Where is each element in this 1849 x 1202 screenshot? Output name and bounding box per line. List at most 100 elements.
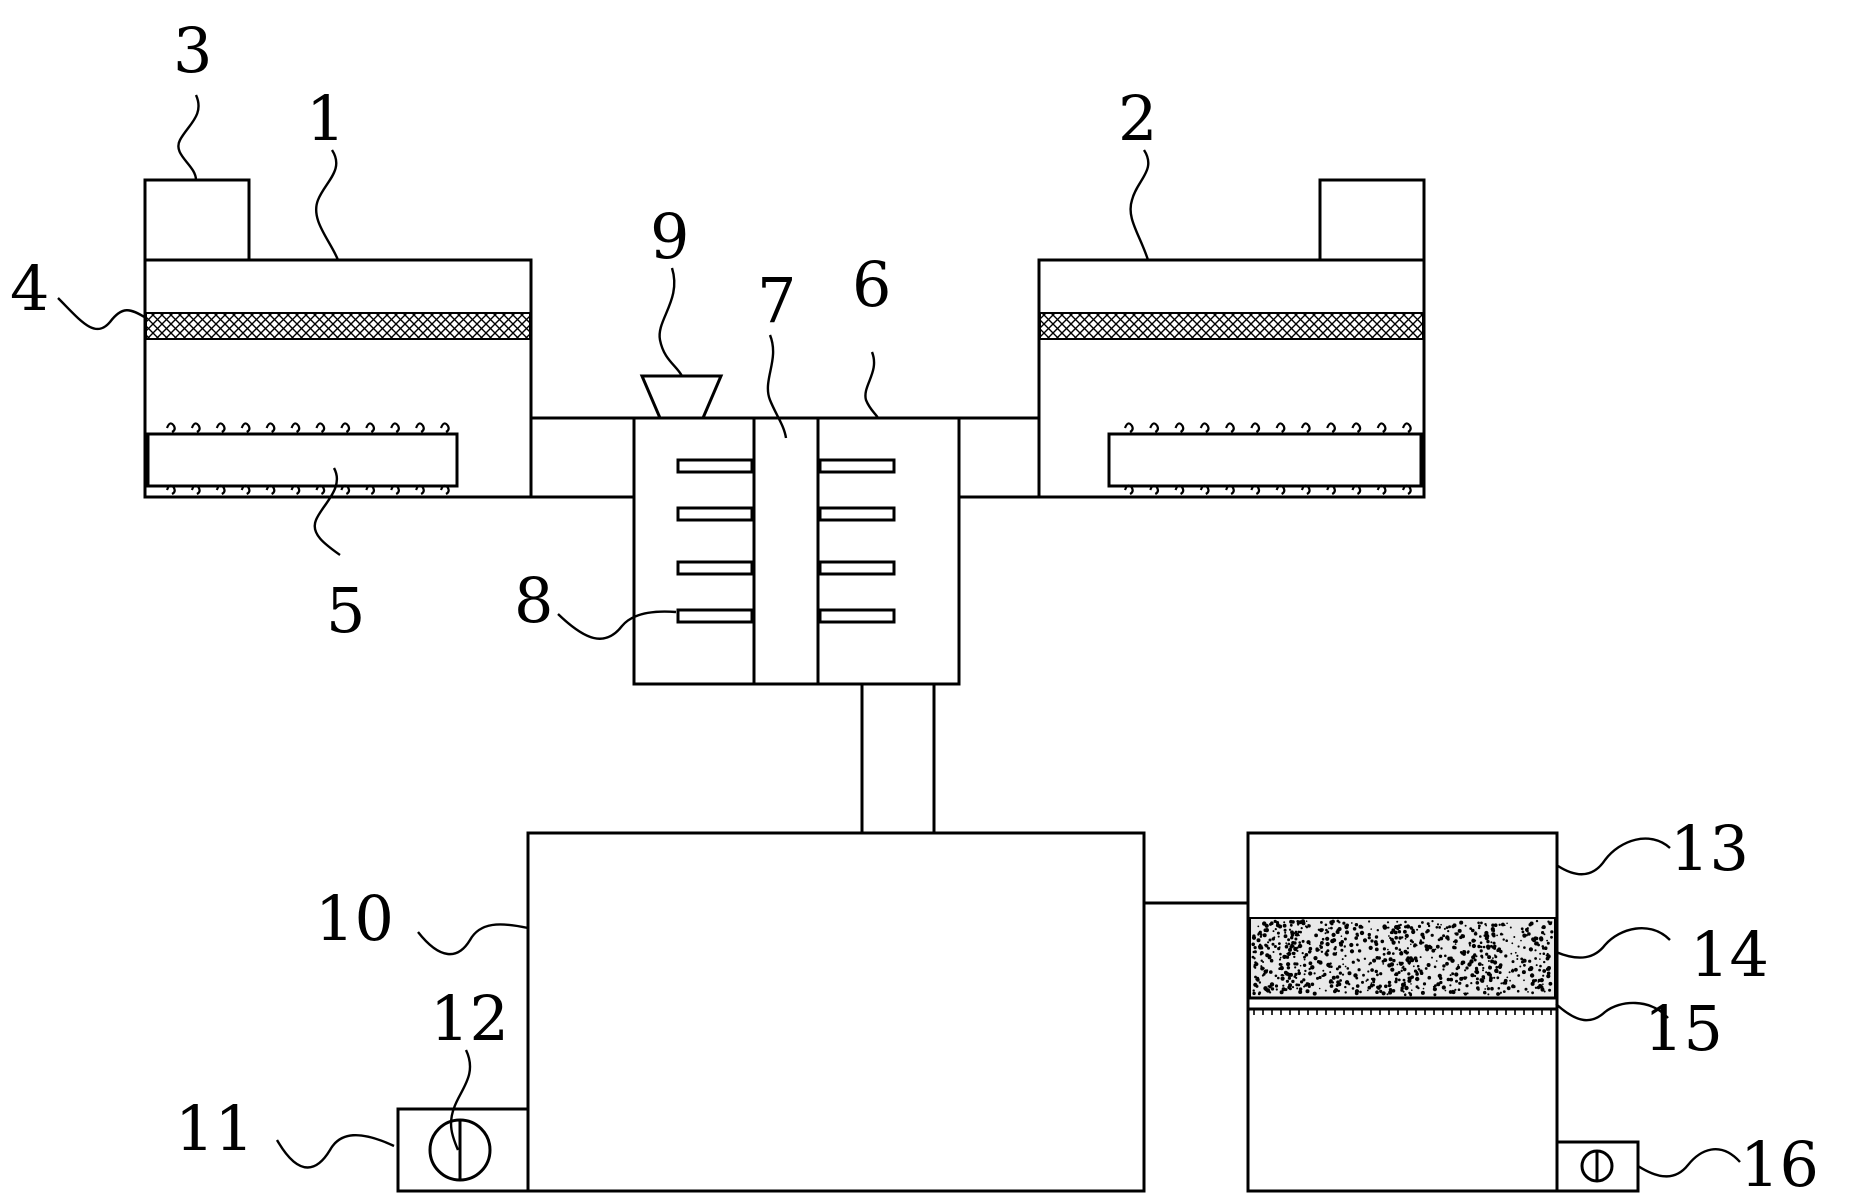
sand-grain [1531, 979, 1536, 983]
sand-grain [1497, 987, 1501, 990]
sand-grain [1437, 973, 1442, 979]
sand-grain [1260, 966, 1265, 971]
sand-grain [1494, 955, 1498, 959]
sand-grain [1528, 923, 1532, 927]
leader-14 [1555, 927, 1671, 959]
right-inlet-box [1318, 178, 1426, 262]
sand-grain [1394, 935, 1398, 940]
sand-grain [1541, 931, 1545, 935]
sand-grain [1278, 924, 1283, 929]
sand-grain [1300, 980, 1304, 984]
sand-grain [1384, 984, 1388, 989]
coil-mark [1149, 422, 1160, 433]
sand-grain [1464, 924, 1467, 927]
sand-grain [1387, 948, 1389, 951]
sand-grain [1257, 932, 1261, 935]
coil-mark [1123, 422, 1134, 433]
sand-grain [1374, 942, 1379, 946]
sand-grain [1258, 991, 1262, 995]
sand-grain [1377, 956, 1382, 960]
sand-grain [1494, 969, 1499, 973]
sand-grain [1285, 979, 1289, 983]
sand-grain [1528, 947, 1533, 952]
sand-grain [1493, 923, 1498, 927]
sand-grain [1289, 945, 1293, 949]
sand-grain [1420, 990, 1425, 995]
sand-grain [1481, 963, 1484, 966]
sand-grain [1268, 938, 1272, 942]
sand-grain [1329, 971, 1332, 974]
coil-mark [1123, 484, 1134, 495]
sand-grain [1367, 985, 1372, 990]
sand-grain [1509, 926, 1512, 929]
label-15: 15 [1644, 992, 1723, 1065]
sand-dots [1251, 919, 1554, 997]
right-filter-mesh [1039, 312, 1424, 340]
sand-grain [1255, 978, 1258, 981]
sand-grain [1477, 926, 1481, 930]
sand-grain [1419, 969, 1423, 973]
sand-grain [1400, 969, 1403, 972]
sand-grain [1273, 919, 1277, 924]
sand-grain [1258, 981, 1262, 984]
sand-grain [1539, 958, 1541, 960]
sand-grain [1344, 965, 1347, 968]
sand-grain [1516, 989, 1520, 993]
sand-grain [1498, 923, 1501, 926]
label-10: 10 [315, 882, 394, 955]
sand-grain [1539, 937, 1544, 942]
sand-grain [1270, 987, 1275, 991]
sand-grain [1274, 974, 1278, 978]
sand-grain [1308, 961, 1313, 966]
sand-grain [1480, 978, 1485, 983]
sand-grain [1527, 967, 1532, 972]
sand-grain [1366, 978, 1369, 981]
sand-grain [1448, 990, 1453, 994]
sand-grain [1305, 920, 1308, 922]
sand-grain [1359, 930, 1365, 936]
sand-grain [1330, 965, 1333, 968]
sand-grain [1488, 965, 1491, 968]
sand-grain [1324, 989, 1327, 992]
sand-grain [1354, 923, 1359, 927]
sand-grain [1401, 967, 1403, 969]
label-5: 5 [326, 574, 365, 647]
sand-grain [1543, 933, 1546, 936]
sand-grain [1516, 958, 1519, 960]
sand-grain [1264, 923, 1269, 928]
sand-grain [1397, 971, 1401, 974]
sand-grain [1459, 935, 1463, 938]
sand-grain [1277, 947, 1281, 951]
sand-grain [1523, 946, 1526, 949]
coil-mark [190, 422, 201, 433]
sand-grain [1331, 975, 1336, 980]
sand-grain [1401, 982, 1407, 987]
blade-right [818, 506, 896, 522]
sand-grain [1470, 982, 1473, 985]
sand-grain [1301, 921, 1306, 926]
sand-grain [1451, 989, 1454, 992]
blade-left [676, 506, 754, 522]
sand-grain [1381, 991, 1386, 996]
sand-grain [1359, 990, 1362, 994]
sand-grain [1543, 960, 1546, 964]
sand-grain [1297, 943, 1303, 949]
sand-grain [1372, 958, 1377, 963]
coil-mark [1300, 484, 1311, 495]
sand-grain [1493, 976, 1496, 979]
sand-grain [1267, 946, 1270, 950]
leader-11 [275, 1133, 395, 1169]
sand-grain [1301, 939, 1305, 943]
sand-grain [1287, 951, 1292, 957]
sand-grain [1325, 953, 1329, 957]
coil-mark [365, 422, 376, 433]
coil-mark [1351, 484, 1362, 495]
coil-mark [290, 484, 301, 495]
sand-grain [1271, 937, 1276, 941]
sand-grain [1498, 971, 1502, 975]
blade-right [818, 608, 896, 624]
sand-grain [1511, 942, 1514, 945]
sand-grain [1329, 984, 1334, 988]
coil-mark [1275, 422, 1286, 433]
